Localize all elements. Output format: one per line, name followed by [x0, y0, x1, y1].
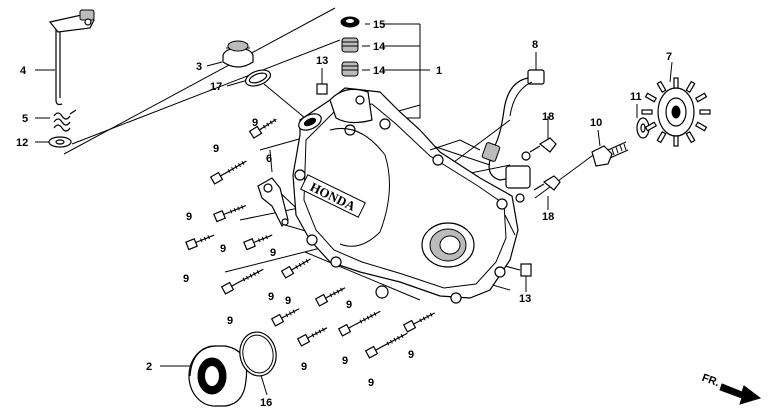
label-9-j: 9	[346, 299, 352, 311]
bolt-9-d	[185, 234, 215, 251]
bolt-9-f	[220, 268, 264, 295]
bolt-9-l	[364, 332, 408, 359]
label-7: 7	[666, 51, 672, 63]
label-9-g: 9	[285, 295, 291, 307]
bolt-9-i	[270, 308, 300, 327]
bolt-9-e	[243, 234, 273, 251]
part-18-bolt-upper	[529, 137, 557, 153]
bolt-9-c	[213, 204, 247, 223]
label-2: 2	[146, 361, 152, 373]
label-6: 6	[266, 153, 272, 165]
label-16: 16	[260, 397, 272, 409]
label-9-h: 9	[268, 291, 274, 303]
part-5-spring	[53, 109, 77, 132]
label-9-l: 9	[342, 355, 348, 367]
part-18-bolt-lower	[533, 175, 561, 191]
label-18-top: 18	[542, 111, 554, 123]
label-4: 4	[20, 65, 27, 77]
label-13-top: 13	[316, 55, 328, 67]
label-9-b: 9	[213, 143, 219, 155]
label-14-a: 14	[373, 41, 386, 53]
label-9-k: 9	[301, 361, 307, 373]
part-2-cap	[188, 345, 248, 407]
part-16-oring	[239, 331, 277, 377]
label-8: 8	[532, 39, 538, 51]
part-15-seal	[340, 16, 360, 28]
label-10: 10	[590, 117, 602, 129]
part-13-pin-top	[316, 83, 328, 95]
bolt-9-j	[296, 327, 328, 347]
label-9-f: 9	[270, 247, 276, 259]
part-14-lower	[341, 61, 359, 77]
label-3: 3	[196, 61, 202, 73]
label-9-c: 9	[186, 211, 192, 223]
label-5: 5	[22, 113, 28, 125]
label-9-d: 9	[220, 243, 226, 255]
part-10-bolt	[591, 141, 629, 167]
label-11: 11	[630, 91, 642, 103]
part-14-upper	[341, 37, 359, 53]
label-12: 12	[16, 137, 28, 149]
part-8-sensor	[481, 69, 545, 203]
part-17-oring	[244, 69, 272, 87]
part-7-rotor	[641, 77, 711, 147]
part-13-pin-right	[520, 263, 532, 277]
label-1: 1	[436, 65, 442, 77]
part-3-filler-cap	[222, 40, 254, 68]
label-18-bottom: 18	[542, 211, 554, 223]
part-6-bracket	[257, 177, 289, 228]
bolt-9-a	[248, 118, 277, 139]
bolt-9-m	[402, 312, 436, 333]
label-13-right: 13	[519, 293, 531, 305]
svg-text:FR.: FR.	[700, 372, 721, 389]
label-9-m: 9	[408, 349, 414, 361]
crankcase-cover: HONDA	[292, 87, 519, 304]
label-9-n: 9	[368, 377, 374, 389]
part-12-washer	[48, 136, 72, 148]
bolt-9-b	[209, 160, 247, 185]
bolt-9-k	[337, 310, 381, 337]
part-labels: 4 5 12 3 17 15 14 14 1 13 8 18 18 10 11 …	[16, 19, 672, 409]
label-15: 15	[373, 19, 385, 31]
part-9-bolts	[185, 118, 436, 359]
part-4-rod	[48, 9, 95, 106]
label-9-a: 9	[252, 117, 258, 129]
label-9-i: 9	[227, 315, 233, 327]
label-17: 17	[210, 81, 222, 93]
bolt-9-g	[280, 258, 311, 279]
front-direction-arrow: FR.	[700, 372, 762, 405]
label-9-e: 9	[183, 273, 189, 285]
bolt-9-h	[314, 287, 346, 307]
label-14-b: 14	[373, 65, 386, 77]
